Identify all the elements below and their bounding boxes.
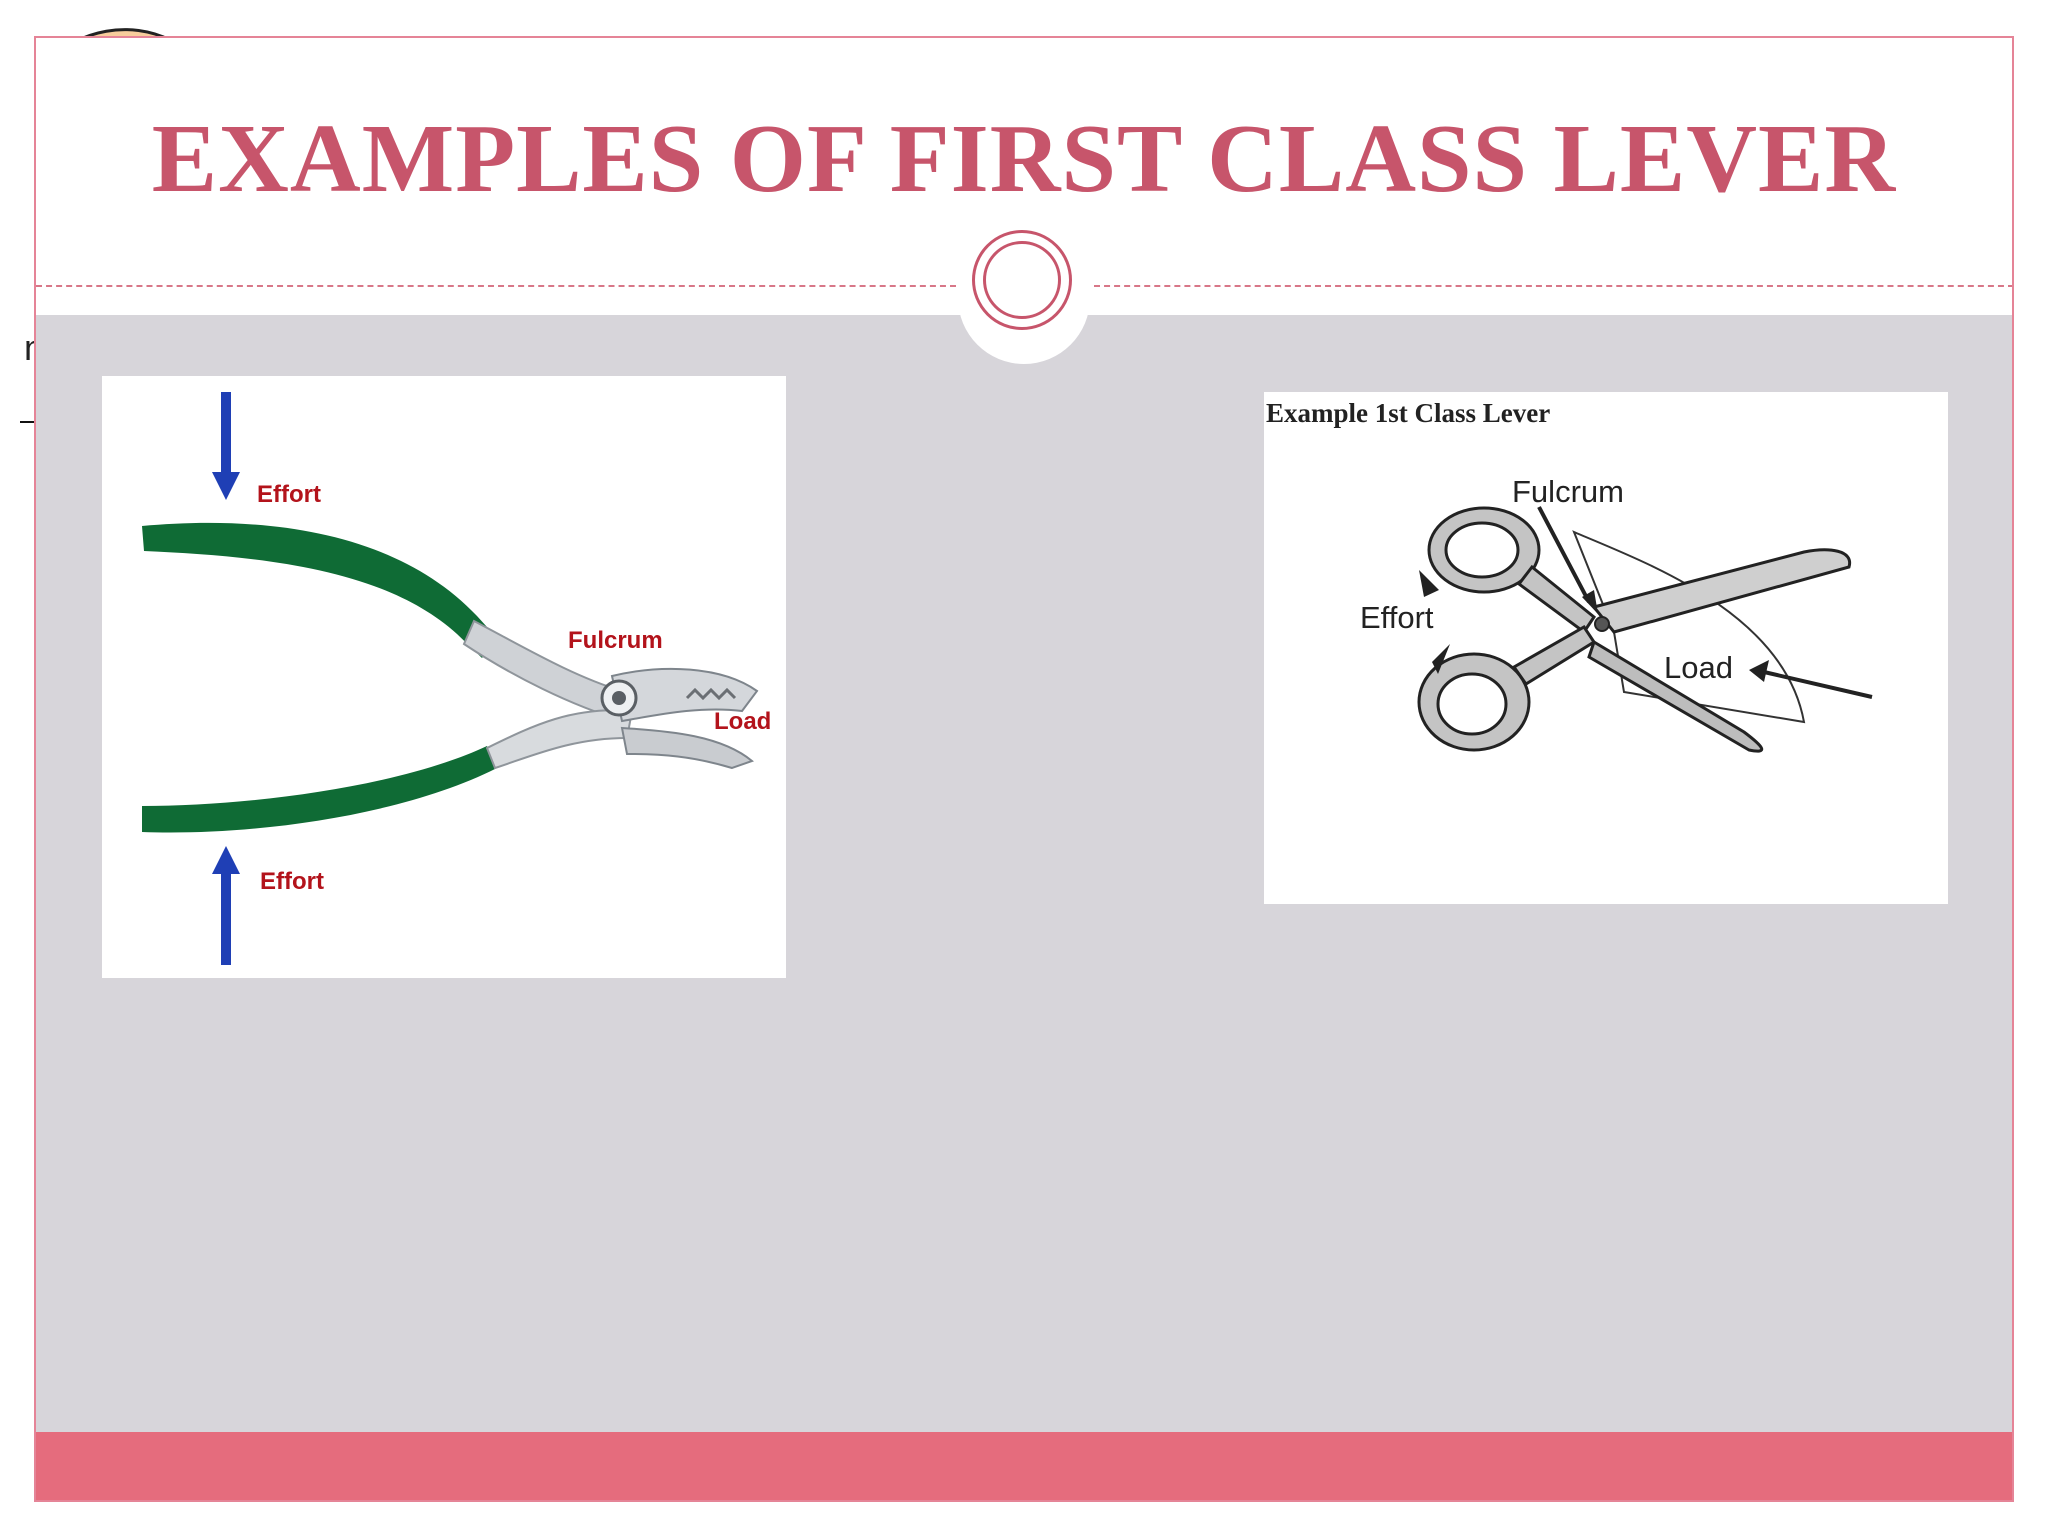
slide-title: EXAMPLES OF FIRST CLASS LEVER bbox=[151, 105, 1897, 213]
scissors-load-label: Load bbox=[1664, 650, 1733, 685]
effort-upper-arrow-icon bbox=[1419, 570, 1439, 597]
pliers-effort-top-label: Effort bbox=[257, 481, 321, 508]
scissors-figure: Example 1st Class Lever Fulcrum Effort L… bbox=[1264, 392, 1948, 904]
pliers-load-label: Load bbox=[714, 708, 771, 735]
pliers-jaw-teeth bbox=[685, 687, 737, 701]
fulcrum-pointer bbox=[1537, 506, 1591, 603]
pliers-upper-jaw bbox=[610, 667, 759, 723]
header-divider-left bbox=[36, 285, 956, 287]
effort-top-arrow-icon bbox=[212, 392, 240, 500]
scissors-fulcrum-label: Fulcrum bbox=[1512, 474, 1624, 509]
pliers-fulcrum-label: Fulcrum bbox=[568, 627, 663, 654]
medallion-outer-ring bbox=[972, 230, 1072, 330]
pliers-upper-handle bbox=[142, 522, 497, 658]
effort-bottom-arrow-icon bbox=[212, 846, 240, 965]
header-divider-right bbox=[1094, 285, 2012, 287]
scissors-effort-label: Effort bbox=[1360, 600, 1434, 635]
scissors-lower-blade bbox=[1587, 639, 1763, 753]
medallion-inner-ring bbox=[983, 241, 1061, 319]
footer-bar bbox=[36, 1432, 2012, 1500]
scissors-illustration: Example 1st Class Lever Fulcrum Effort L… bbox=[1266, 398, 1873, 753]
scissors-heading: Example 1st Class Lever bbox=[1266, 398, 1550, 428]
pliers-lower-jaw bbox=[620, 726, 754, 770]
pliers-figure: Effort Fulcrum Load Effort bbox=[102, 376, 786, 978]
pliers-lower-handle bbox=[142, 746, 497, 833]
pliers-effort-bottom-label: Effort bbox=[260, 868, 324, 895]
pliers-lower-arm bbox=[485, 709, 634, 770]
effort-lower-arrow-icon bbox=[1432, 644, 1450, 674]
load-pointer bbox=[1763, 670, 1873, 699]
pliers-illustration: Effort Fulcrum Load Effort bbox=[142, 392, 771, 965]
scissors-upper-blade bbox=[1591, 548, 1852, 634]
scissors-pivot bbox=[1594, 616, 1610, 632]
